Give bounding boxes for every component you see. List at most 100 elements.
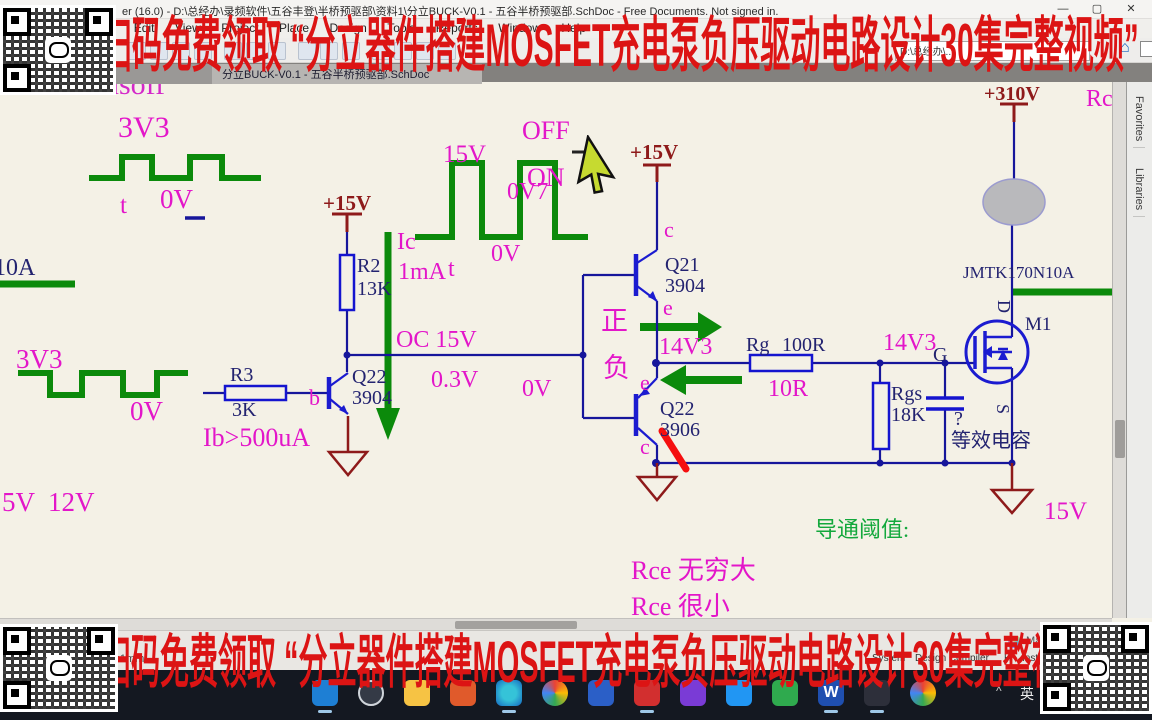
edge-browser-icon[interactable]: [496, 680, 522, 706]
toolbar-icon-13[interactable]: [416, 42, 434, 60]
app-icon-orange[interactable]: [450, 680, 476, 706]
svg-text:5V: 5V: [2, 487, 36, 517]
svg-text:0.3V: 0.3V: [431, 367, 479, 393]
svg-text:14V3: 14V3: [659, 334, 712, 360]
toolbar-icon-5[interactable]: [224, 42, 242, 60]
panel-button-sch[interactable]: H: [1004, 653, 1012, 664]
media-player-icon[interactable]: [680, 680, 706, 706]
app-icon-dark[interactable]: [864, 680, 890, 706]
svg-text:+15V: +15V: [323, 191, 371, 215]
start-button[interactable]: [312, 680, 338, 706]
svg-text:+310V: +310V: [984, 83, 1040, 105]
svg-text:OC 15V: OC 15V: [396, 327, 477, 353]
home-icon[interactable]: ⌂: [1120, 39, 1130, 56]
panel-tab-libraries[interactable]: Libraries: [1133, 162, 1145, 218]
mask-level-icon[interactable]: [1008, 636, 1020, 648]
menu-bar: File Edit View Project Place Design Tool…: [0, 18, 1152, 38]
svg-text:负: 负: [603, 353, 630, 383]
green-arrow-right: [640, 312, 722, 342]
waveform-15v-pulses: [415, 160, 588, 240]
menu-view[interactable]: View: [174, 21, 201, 35]
svg-text:15V: 15V: [443, 141, 486, 168]
toolbar-icon-2[interactable]: [150, 42, 168, 60]
path-dropdown[interactable]: D:\总经办\...: [895, 41, 1090, 61]
ground-source: [989, 463, 1035, 515]
close-button[interactable]: ✕: [1126, 3, 1136, 15]
svg-text:10R: 10R: [768, 376, 808, 402]
toolbar-icon-14[interactable]: [438, 42, 456, 60]
panel-button-design-compiler[interactable]: Design Compiler: [915, 653, 989, 664]
toolbar-icon-12[interactable]: [394, 42, 412, 60]
browser-icon-2[interactable]: [910, 680, 936, 706]
maximize-button[interactable]: ▢: [1091, 3, 1103, 15]
toolbar-icon-7[interactable]: [268, 42, 286, 60]
ground-pushpull: [635, 463, 679, 502]
svg-text:12V: 12V: [48, 487, 95, 517]
capacitor-equivalent: [926, 396, 964, 411]
menu-reports[interactable]: Reports: [435, 21, 478, 35]
tray-caret[interactable]: ^: [996, 684, 1002, 698]
chrome-icon[interactable]: [542, 680, 568, 706]
svg-text:正: 正: [601, 306, 628, 336]
running-indicator: [824, 710, 838, 713]
panel-button-instruments[interactable]: Inst: [1022, 653, 1039, 664]
toolbar-icon-1[interactable]: [128, 42, 146, 60]
menu-project[interactable]: Project: [221, 21, 259, 35]
panel-tab-favorites[interactable]: Favorites: [1133, 90, 1145, 149]
svg-text:导通阈值:: 导通阈值:: [815, 517, 909, 542]
toolbar-icon-6[interactable]: [246, 42, 264, 60]
vertical-scrollbar-thumb[interactable]: [1115, 420, 1125, 458]
toolbar-icon-9[interactable]: [320, 42, 338, 60]
word-icon[interactable]: W: [818, 680, 844, 706]
app-icon-red[interactable]: [634, 680, 660, 706]
svg-text:Q22: Q22: [660, 398, 694, 420]
svg-text:OFF: OFF: [522, 116, 570, 145]
menu-window[interactable]: Window: [498, 21, 541, 35]
svg-text:c: c: [640, 434, 650, 459]
svg-text:3904: 3904: [352, 387, 392, 409]
app-icon-green[interactable]: [772, 680, 798, 706]
ground-q22a: [326, 416, 370, 477]
svg-text:Ic: Ic: [397, 229, 416, 255]
toolbar-icon-4[interactable]: [194, 42, 212, 60]
horizontal-scrollbar[interactable]: [0, 618, 1112, 631]
svg-text:b: b: [309, 385, 320, 410]
svg-text:15V: 15V: [1044, 498, 1087, 525]
menu-design[interactable]: Design: [329, 21, 367, 35]
svg-text:Rgs: Rgs: [891, 383, 922, 405]
panel-button-system[interactable]: System: [872, 653, 906, 664]
wechat-bubble-icon: [1083, 655, 1109, 681]
svg-text:R2: R2: [357, 255, 380, 277]
running-indicator: [870, 710, 884, 713]
svg-text:3K: 3K: [232, 399, 257, 421]
file-explorer-icon[interactable]: [404, 680, 430, 706]
search-icon[interactable]: [358, 680, 384, 706]
tab-buck-schdoc[interactable]: 分立BUCK-V0.1 - 五谷半桥预驱部.SchDoc: [212, 64, 482, 84]
svg-text:c: c: [664, 217, 674, 242]
menu-place[interactable]: Place: [279, 21, 310, 35]
menu-help[interactable]: Help: [561, 21, 587, 35]
toolbar-icon-11[interactable]: [372, 42, 390, 60]
qr-code-bottom-right: [1040, 622, 1152, 714]
menu-tools[interactable]: Tools: [387, 21, 416, 35]
transistor-q22-3906: [633, 377, 658, 446]
svg-text:D: D: [994, 300, 1014, 313]
ime-indicator[interactable]: 英: [1020, 686, 1034, 702]
svg-text:3906: 3906: [660, 419, 700, 441]
window-title: er (16.0) - D:\总经办\录频软件\五谷丰登\半桥预驱部\资料1\分…: [122, 6, 779, 18]
document-icon[interactable]: [1140, 41, 1152, 57]
app-icon-blue[interactable]: [588, 680, 614, 706]
minimize-button[interactable]: —: [1057, 3, 1069, 15]
toolbar-icon-10[interactable]: [342, 42, 360, 60]
toolbar-icon-8[interactable]: [298, 42, 316, 60]
svg-text:Ib>500uA: Ib>500uA: [203, 423, 310, 452]
power-15v-left: [332, 212, 362, 232]
svg-text:0V: 0V: [491, 241, 521, 267]
horizontal-scrollbar-thumb[interactable]: [455, 621, 577, 629]
toolbar-icon-3[interactable]: [172, 42, 190, 60]
vertical-scrollbar[interactable]: [1112, 82, 1127, 618]
svg-text:100R: 100R: [782, 334, 826, 356]
menu-edit[interactable]: Edit: [133, 21, 155, 35]
svg-text:JMTK170N10A: JMTK170N10A: [963, 263, 1075, 282]
photos-icon[interactable]: [726, 680, 752, 706]
